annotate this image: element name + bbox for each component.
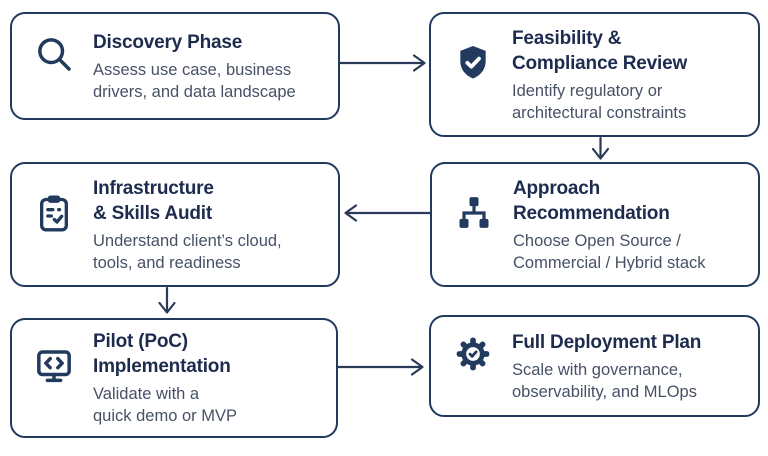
step-title: Feasibility &Compliance Review (512, 27, 688, 74)
step-title: Full Deployment Plan (512, 331, 702, 353)
step-card-feasibility-compliance-review: Feasibility &Compliance Review Identify … (429, 12, 760, 137)
gear-check-icon (453, 334, 493, 374)
step-title: Infrastructure& Skills Audit (93, 177, 214, 224)
clipboard-check-icon (34, 193, 74, 233)
code-monitor-icon (34, 346, 74, 386)
arrow-discovery-to-feasibility (338, 54, 426, 72)
step-card-full-deployment-plan: Full Deployment Plan Scale with governan… (429, 315, 760, 417)
step-subtitle: Scale with governance,observability, and… (512, 360, 697, 401)
arrow-approach-to-infrastructure (344, 204, 432, 222)
shield-check-icon (453, 43, 493, 83)
arrow-infrastructure-to-pilot (158, 286, 176, 314)
step-card-infrastructure-skills-audit: Infrastructure& Skills Audit Understand … (10, 162, 340, 287)
sitemap-icon (454, 193, 494, 233)
step-title: Discovery Phase (93, 31, 243, 53)
arrow-pilot-to-deployment (336, 358, 424, 376)
arrow-feasibility-to-approach (591, 136, 610, 160)
step-card-discovery-phase: Discovery Phase Assess use case, busines… (10, 12, 340, 120)
step-subtitle: Choose Open Source /Commercial / Hybrid … (513, 231, 706, 272)
step-card-pilot-poc-implementation: Pilot (PoC)Implementation Validate with … (10, 318, 338, 438)
step-title: Pilot (PoC)Implementation (93, 331, 231, 377)
step-subtitle: Understand client’s cloud,tools, and rea… (93, 231, 282, 272)
search-icon (34, 34, 74, 74)
